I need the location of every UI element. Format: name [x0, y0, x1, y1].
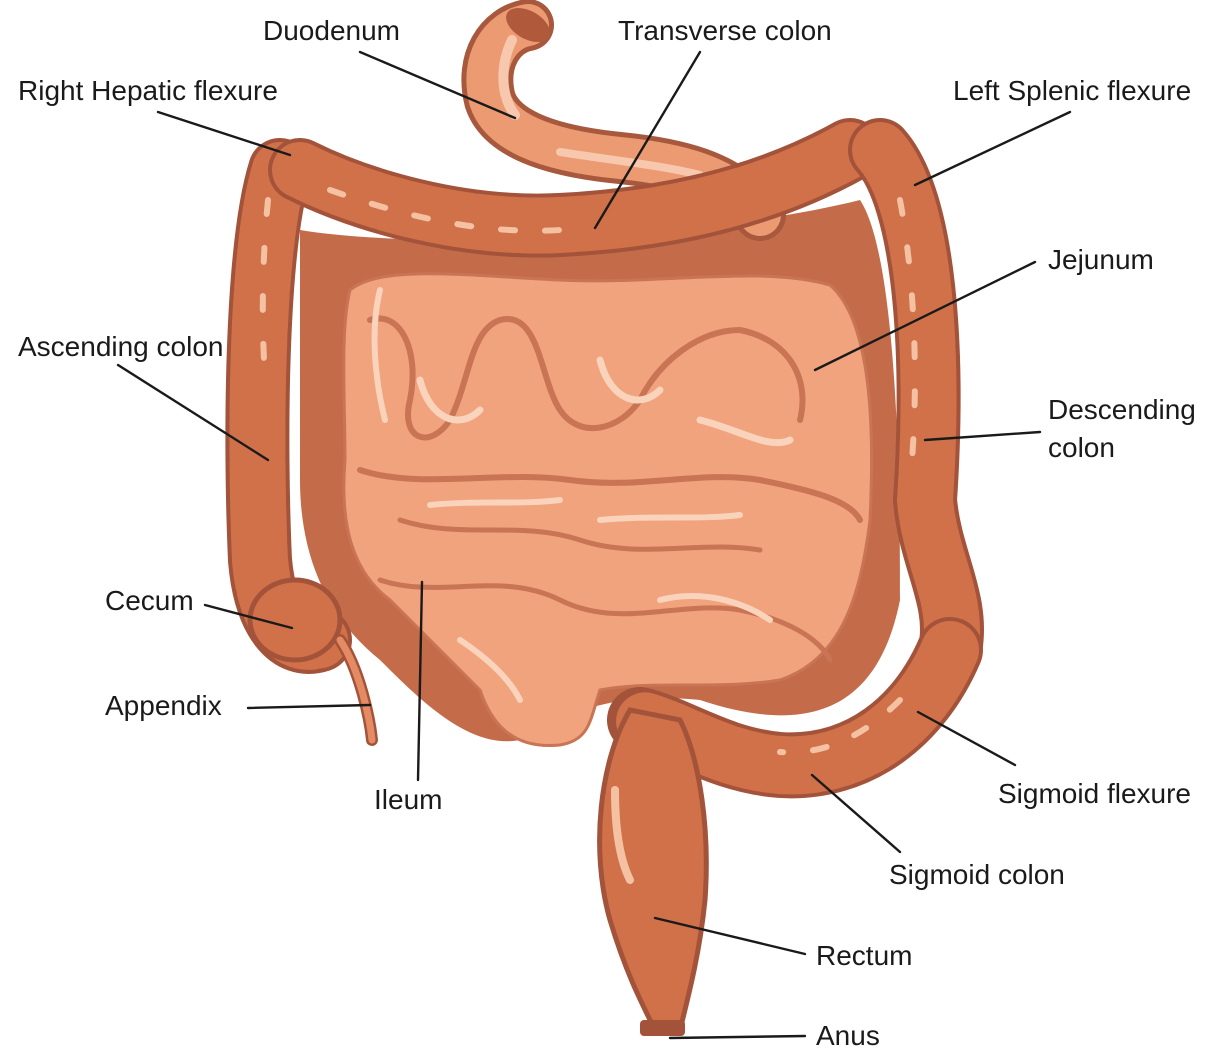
label-sigmoid-flexure: Sigmoid flexure — [998, 778, 1191, 809]
label-transverse-colon: Transverse colon — [618, 15, 832, 46]
label-cecum: Cecum — [105, 585, 194, 616]
label-duodenum: Duodenum — [263, 15, 400, 46]
label-ileum: Ileum — [374, 784, 442, 815]
label-left-splenic-flexure: Left Splenic flexure — [953, 75, 1191, 106]
anus-shape — [640, 1020, 685, 1036]
leader-anus — [670, 1036, 805, 1038]
label-jejunum: Jejunum — [1048, 244, 1154, 275]
label-descending-colon-line1: Descending — [1048, 394, 1196, 425]
label-anus: Anus — [816, 1020, 880, 1051]
leader-right-hepatic-flexure — [158, 112, 290, 155]
label-right-hepatic-flexure: Right Hepatic flexure — [18, 75, 278, 106]
label-sigmoid-colon: Sigmoid colon — [889, 859, 1065, 890]
leader-left-splenic-flexure — [915, 112, 1070, 185]
label-ascending-colon: Ascending colon — [18, 331, 223, 362]
label-appendix: Appendix — [105, 690, 222, 721]
label-rectum: Rectum — [816, 940, 912, 971]
leader-sigmoid-flexure — [918, 712, 1015, 765]
label-descending-colon-line2: colon — [1048, 432, 1115, 463]
leader-appendix — [248, 705, 370, 708]
